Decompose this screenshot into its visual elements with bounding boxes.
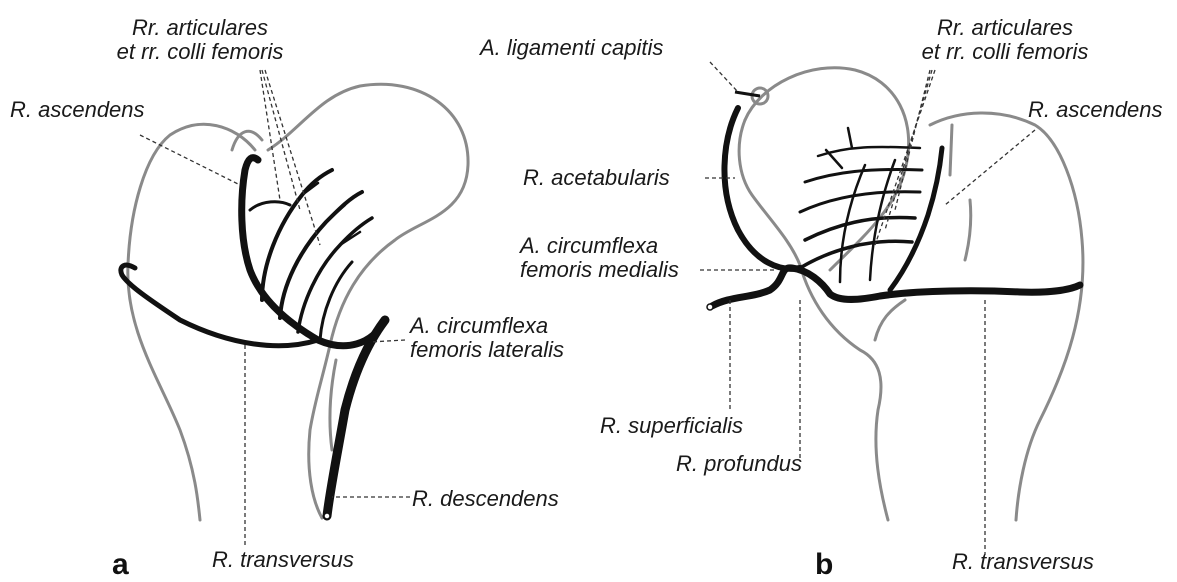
label-r-acetabularis: R. acetabularis bbox=[523, 166, 670, 190]
label-r-ascendens-a: R. ascendens bbox=[10, 98, 145, 122]
vessel-end-a bbox=[324, 513, 330, 519]
ligament-artery-b bbox=[735, 92, 760, 96]
label-a-ligamenti-capitis: A. ligamenti capitis bbox=[480, 36, 663, 60]
label-a-circumflexa-lateralis: A. circumflexa femoris lateralis bbox=[410, 314, 564, 362]
leaders-b bbox=[700, 62, 1035, 555]
label-r-transversus-b: R. transversus bbox=[952, 550, 1094, 574]
label-r-ascendens-b: R. ascendens bbox=[1028, 98, 1163, 122]
label-r-transversus-a: R. transversus bbox=[212, 548, 354, 572]
arteries-a bbox=[121, 158, 385, 516]
label-rr-articulares-a: Rr. articulares et rr. colli femoris bbox=[85, 16, 315, 64]
label-a-circumflexa-medialis: A. circumflexa femoris medialis bbox=[520, 234, 679, 282]
femur-outline-a bbox=[128, 84, 468, 520]
label-r-descendens: R. descendens bbox=[412, 487, 559, 511]
label-rr-articulares-b: Rr. articulares et rr. colli femoris bbox=[890, 16, 1120, 64]
vessel-end-b bbox=[707, 304, 713, 310]
panel-letter-b: b bbox=[815, 548, 833, 582]
panel-letter-a: a bbox=[112, 548, 129, 582]
label-r-superficialis: R. superficialis bbox=[600, 414, 743, 438]
label-r-profundus: R. profundus bbox=[676, 452, 802, 476]
